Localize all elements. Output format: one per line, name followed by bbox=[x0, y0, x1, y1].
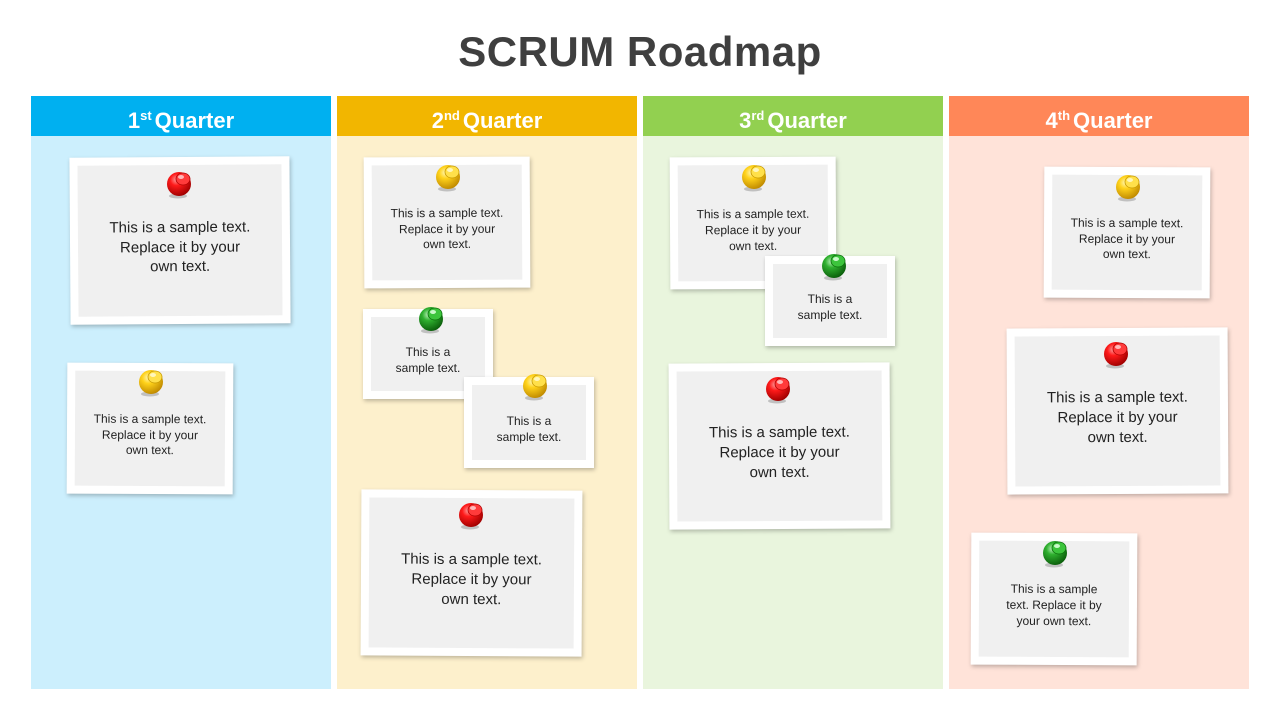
yellow-pushpin-icon bbox=[139, 370, 163, 397]
page-title: SCRUM Roadmap bbox=[458, 28, 822, 75]
green-pushpin-icon bbox=[822, 254, 846, 281]
green-pushpin-icon bbox=[1043, 541, 1067, 568]
yellow-pushpin-icon bbox=[436, 165, 460, 192]
yellow-pushpin-icon bbox=[1116, 175, 1140, 202]
sticky-note[interactable]: This is a sample text. bbox=[765, 256, 895, 346]
yellow-pushpin-icon bbox=[523, 374, 547, 401]
red-pushpin-icon bbox=[167, 172, 191, 199]
red-pushpin-icon bbox=[459, 503, 483, 530]
green-pushpin-icon bbox=[419, 307, 443, 334]
red-pushpin-icon bbox=[1104, 342, 1128, 369]
yellow-pushpin-icon bbox=[742, 165, 766, 192]
red-pushpin-icon bbox=[766, 377, 790, 404]
